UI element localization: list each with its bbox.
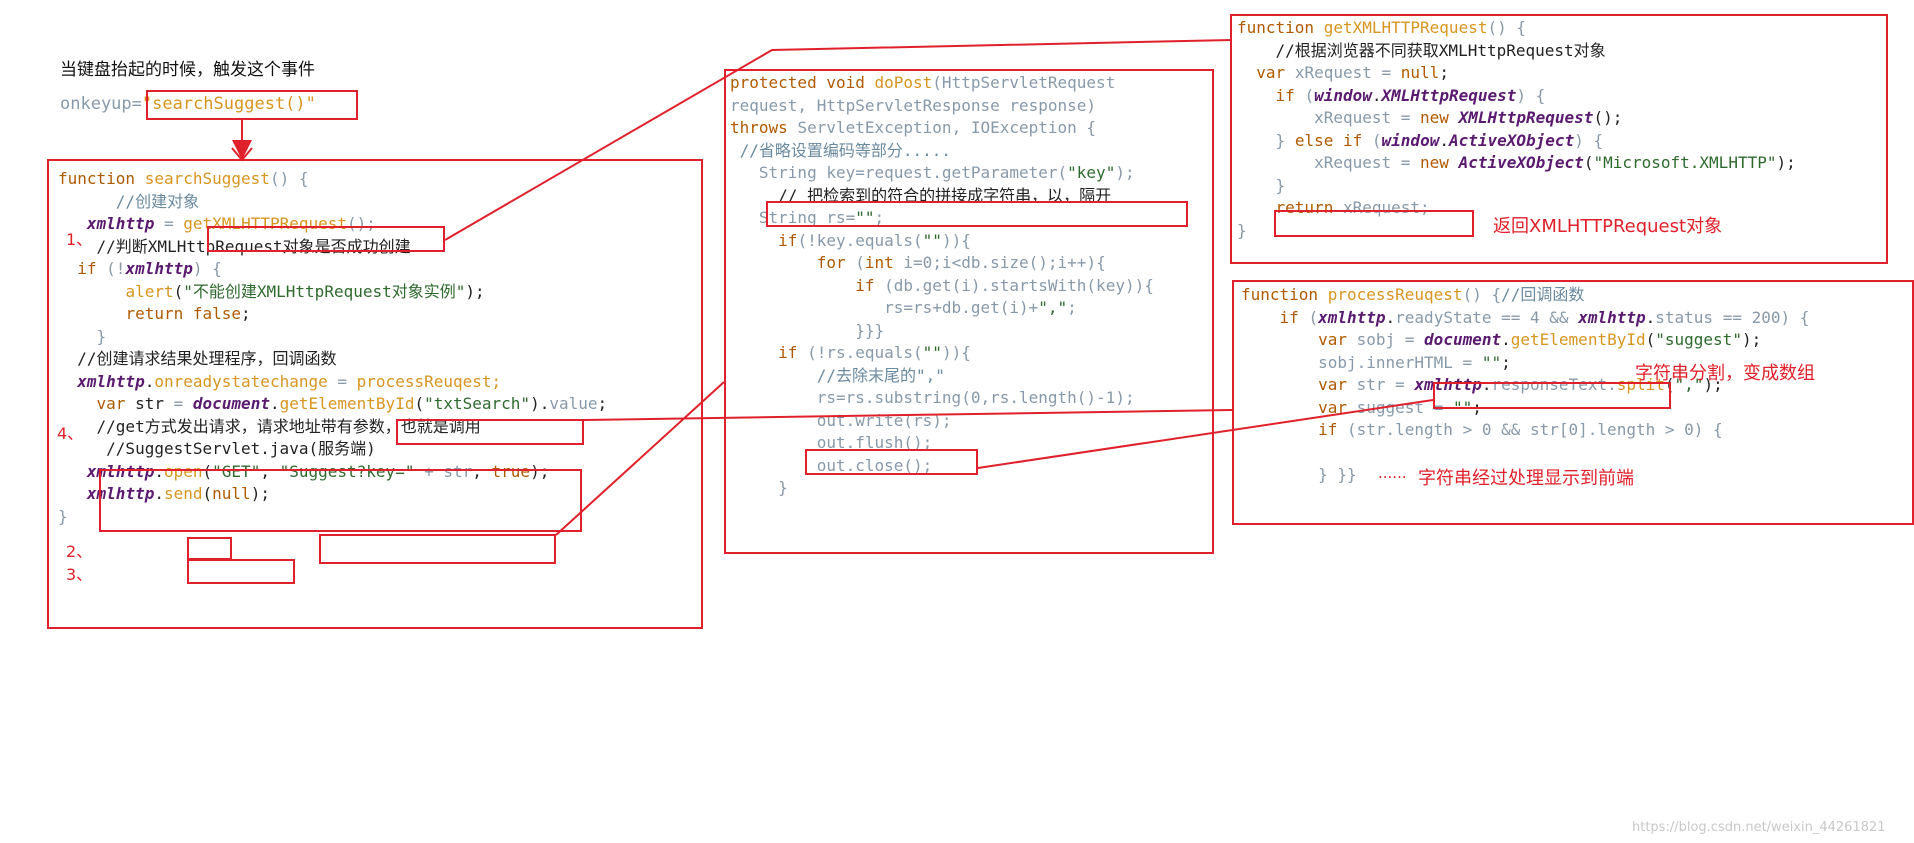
highlight-open-url (319, 534, 556, 564)
code-line: rs=rs+db.get(i)+","; (730, 298, 1077, 317)
code-line: } }} (1241, 465, 1357, 484)
code-line: xmlhttp.open("GET", "Suggest?key=" + str… (86, 461, 550, 481)
code-line: // 把检索到的符合的拼接成字符串，以，隔开 (730, 185, 1112, 205)
line-to-process-request (583, 409, 1233, 421)
attr-name: onkeyup= (60, 94, 142, 114)
code-line: } (1237, 175, 1286, 195)
code-line: alert("不能创建XMLHttpRequest对象实例"); (125, 281, 485, 301)
code-line: var sobj = document.getElementById("sugg… (1318, 330, 1762, 349)
panel-search-suggest (47, 159, 703, 629)
code-line: if (str.length > 0 && str[0].length > 0)… (1318, 420, 1723, 439)
step-marker-3: 3、 (66, 565, 93, 584)
code-line: }}} (730, 320, 885, 340)
code-line: var xRequest = null; (1256, 63, 1449, 82)
highlight-get-comment (99, 469, 582, 532)
code-line: out.close(); (730, 455, 933, 475)
code-line: return xRequest; (1275, 198, 1430, 217)
code-line: if(!key.equals("")){ (778, 230, 971, 250)
highlight-send (187, 559, 295, 584)
code-line: protected void doPost(HttpServletRequest (730, 73, 1116, 92)
code-line: } (1237, 220, 1247, 240)
code-line: return false; (125, 304, 251, 323)
event-description: 当键盘抬起的时候，触发这个事件 (60, 60, 315, 80)
code-line: String rs=""; (730, 208, 885, 227)
code-line: var str = xmlhttp.responseText.split(","… (1318, 375, 1723, 394)
code-line: function searchSuggest() { (58, 169, 309, 188)
highlight-return-xrequest (1274, 210, 1474, 237)
panel-do-post (724, 69, 1214, 554)
code-line: } else if (window.ActiveXObject) { (1275, 130, 1604, 150)
code-line: function processReuqest() {//回调函数 (1241, 285, 1585, 304)
code-line: //根据浏览器不同获取XMLHttpRequest对象 (1237, 40, 1606, 60)
code-line: } (730, 478, 788, 497)
code-line: //SuggestServlet.java(服务端) (58, 439, 376, 458)
code-do-post: protected void doPost(HttpServletRequest… (730, 72, 1154, 500)
onkeyup-attribute: onkeyup="searchSuggest()" (60, 94, 316, 114)
code-line: sobj.innerHTML = ""; (1318, 352, 1511, 372)
panel-process-request (1232, 280, 1914, 525)
highlight-process-request (396, 419, 584, 445)
code-line: xmlhttp.send(null); (86, 484, 270, 503)
arrow-stem-head (231, 147, 253, 162)
highlight-out-write (805, 449, 978, 475)
code-line: for (int i=0;i<db.size();i++){ (816, 253, 1106, 272)
note-split: 字符串分割，变成数组 (1635, 363, 1815, 384)
note-display: 字符串经过处理显示到前端 (1418, 468, 1634, 489)
line-to-get-xhr (444, 39, 1233, 241)
highlight-attr-value (146, 90, 358, 120)
highlight-response-text (1433, 382, 1671, 409)
code-line: //去除末尾的"," (730, 365, 945, 385)
step-marker-4: 4、 (57, 424, 84, 443)
note-return-xhr: 返回XMLHTTPRequest对象 (1493, 216, 1723, 237)
code-line: request, HttpServletResponse response) (730, 95, 1097, 115)
note-display-prefix: ...... (1378, 464, 1407, 482)
code-line: //创建请求结果处理程序，回调函数 (58, 349, 337, 368)
step-marker-2: 2、 (66, 542, 93, 561)
code-line: //创建对象 (58, 191, 200, 211)
code-line: xmlhttp = getXMLHTTPRequest(); (86, 214, 376, 233)
watermark: https://blog.csdn.net/weixin_44261821 (1632, 820, 1886, 835)
attr-value: "searchSuggest()" (141, 94, 316, 114)
highlight-concat-comment (766, 201, 1188, 227)
code-line: //get方式发出请求，请求地址带有参数，也就是调用 (58, 416, 481, 436)
code-line: function getXMLHTTPRequest() { (1237, 18, 1526, 37)
code-line: String key=request.getParameter("key"); (730, 163, 1135, 182)
code-line: rs=rs.substring(0,rs.length()-1); (730, 388, 1135, 407)
code-line: if (db.get(i).startsWith(key)){ (855, 275, 1154, 295)
code-line: var str = document.getElementById("txtSe… (96, 394, 608, 413)
code-line: xRequest = new ActiveXObject("Microsoft.… (1314, 153, 1796, 172)
code-line: } (58, 326, 107, 346)
code-line: if (!xmlhttp) { (77, 259, 222, 278)
code-get-xhr: function getXMLHTTPRequest() { //根据浏览器不同… (1237, 17, 1796, 242)
line-write-to-response (977, 399, 1434, 469)
line-open-to-dopost (555, 381, 725, 536)
code-line: if (!rs.equals("")){ (778, 343, 971, 362)
code-line: throws ServletException, IOException { (730, 118, 1097, 137)
code-line: xRequest = new XMLHttpRequest(); (1314, 108, 1623, 127)
code-line: out.flush(); (730, 433, 933, 452)
code-line: } (58, 506, 68, 526)
code-line: xmlhttp.onreadystatechange = processReuq… (77, 371, 502, 391)
code-line: //省略设置编码等部分..... (730, 140, 952, 160)
step-marker-1: 1、 (66, 230, 93, 249)
panel-get-xhr (1230, 14, 1888, 264)
code-line: if (window.XMLHttpRequest) { (1275, 85, 1546, 105)
code-search-suggest: function searchSuggest() { //创建对象 xmlhtt… (58, 168, 607, 528)
highlight-get-xhr-call (207, 226, 445, 252)
code-line: if (xmlhttp.readyState == 4 && xmlhttp.s… (1279, 307, 1810, 327)
